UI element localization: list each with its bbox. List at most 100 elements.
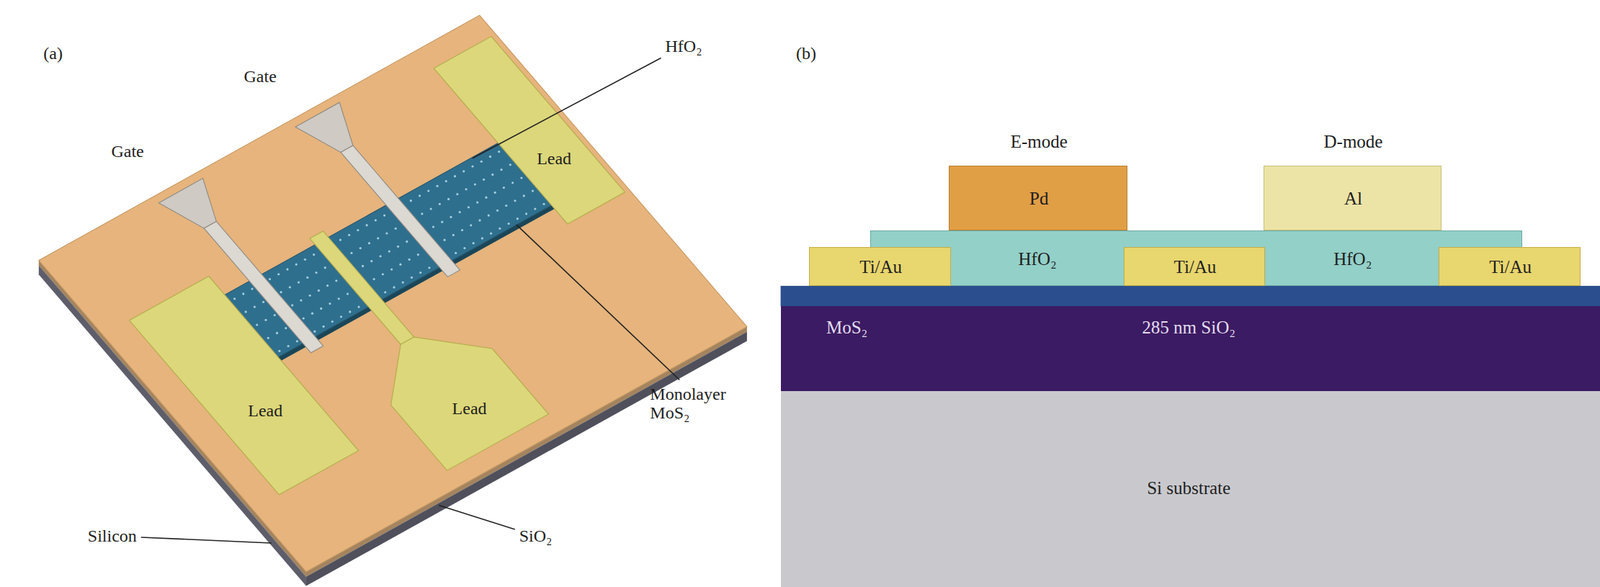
texture-dot xyxy=(385,231,388,235)
contact-metal: Ti/Au xyxy=(1123,247,1266,286)
texture-dot xyxy=(268,278,271,281)
texture-dot xyxy=(264,319,267,322)
texture-dot xyxy=(288,285,292,289)
mos2-layer xyxy=(780,285,1600,307)
texture-dot xyxy=(487,214,490,217)
gate-pad xyxy=(295,102,353,153)
layer-label: Al xyxy=(1344,188,1363,209)
texture-dot xyxy=(476,200,479,204)
texture-dot xyxy=(454,252,457,255)
texture-dot xyxy=(453,175,457,178)
texture-dot xyxy=(533,207,536,210)
texture-dot xyxy=(337,297,341,300)
texture-dot xyxy=(513,199,516,202)
contact-metal: Ti/Au xyxy=(809,247,951,286)
texture-dot xyxy=(284,327,287,330)
texture-dot xyxy=(427,266,431,269)
texture-dot xyxy=(474,182,477,186)
part-name: Lead xyxy=(452,399,487,418)
leader-line xyxy=(141,537,272,544)
lead-pad xyxy=(433,36,625,225)
texture-dot xyxy=(469,224,472,227)
texture-dot xyxy=(347,234,351,237)
texture-dot xyxy=(273,314,276,317)
texture-dot xyxy=(250,288,253,291)
lead-pad xyxy=(129,276,359,495)
texture-dot xyxy=(262,301,265,304)
texture-dot xyxy=(542,203,545,206)
part-name: Lead xyxy=(536,148,572,168)
texture-dot xyxy=(348,310,351,313)
texture-dot xyxy=(334,279,338,282)
texture-dot xyxy=(443,239,446,242)
texture-dot xyxy=(359,247,362,250)
part-name: Gate xyxy=(110,141,144,161)
texture-dot xyxy=(383,214,386,217)
texture-dot xyxy=(399,263,402,266)
texture-dot xyxy=(285,267,289,271)
mode-label: E-mode xyxy=(1010,131,1068,153)
texture-dot xyxy=(494,191,497,194)
texture-dot xyxy=(502,186,505,189)
texture-dot xyxy=(388,249,391,253)
texture-dot xyxy=(438,203,441,206)
texture-dot xyxy=(275,332,279,335)
leader-line xyxy=(438,505,516,530)
texture-dot xyxy=(373,278,376,281)
gate-pad xyxy=(158,178,217,229)
texture-dot xyxy=(376,237,379,240)
leader-lines xyxy=(141,58,681,544)
texture-dot xyxy=(497,150,500,153)
texture-dot xyxy=(462,170,465,173)
lead-pad xyxy=(391,337,549,471)
sio2-layer: MoS₂285 nm SiO₂ xyxy=(780,306,1600,392)
texture-dot xyxy=(302,316,305,320)
texture-dot xyxy=(418,194,421,197)
texture-dot xyxy=(328,302,331,305)
texture-dot xyxy=(456,193,459,196)
texture-dot xyxy=(489,232,493,235)
texture-dot xyxy=(326,284,329,287)
texture-dot xyxy=(379,255,382,258)
pd-gate-metal: E-modePd xyxy=(948,165,1128,232)
layer-label: Si substrate xyxy=(1146,478,1231,499)
texture-dot xyxy=(499,168,503,171)
texture-dot xyxy=(489,155,492,158)
leader-line xyxy=(516,224,681,381)
texture-dot xyxy=(507,222,511,225)
texture-dot xyxy=(392,285,395,289)
texture-dot xyxy=(394,227,397,230)
layer-label: 285 nm SiO₂ xyxy=(1141,317,1236,338)
texture-dot xyxy=(311,312,314,315)
texture-dot xyxy=(312,253,315,256)
texture-dot xyxy=(525,212,528,215)
texture-dot xyxy=(467,206,470,209)
texture-dot xyxy=(447,198,450,201)
texture-dot xyxy=(405,240,408,243)
texture-dot xyxy=(306,276,309,279)
texture-dot xyxy=(350,252,353,255)
texture-dot xyxy=(496,209,499,212)
texture-dot xyxy=(523,194,526,197)
layer-label: HfO₂ xyxy=(1018,249,1057,270)
texture-dot xyxy=(504,204,508,207)
contact-metal: Ti/Au xyxy=(1438,247,1581,286)
texture-dot xyxy=(242,292,245,295)
texture-dot xyxy=(356,229,359,232)
texture-dot xyxy=(313,330,316,333)
texture-dot xyxy=(370,260,373,263)
texture-dot xyxy=(322,325,325,328)
si-substrate: Si substrate xyxy=(780,391,1600,587)
part-name: Lead xyxy=(247,401,283,420)
texture-dot xyxy=(278,350,281,353)
texture-dot xyxy=(401,281,405,284)
texture-dot xyxy=(314,271,317,274)
texture-dot xyxy=(381,273,384,276)
texture-dot xyxy=(291,304,294,307)
texture-dot xyxy=(478,219,481,222)
part-name: HfO₂ xyxy=(665,36,703,56)
layer-label: Ti/Au xyxy=(859,257,902,278)
texture-dot xyxy=(491,173,494,176)
